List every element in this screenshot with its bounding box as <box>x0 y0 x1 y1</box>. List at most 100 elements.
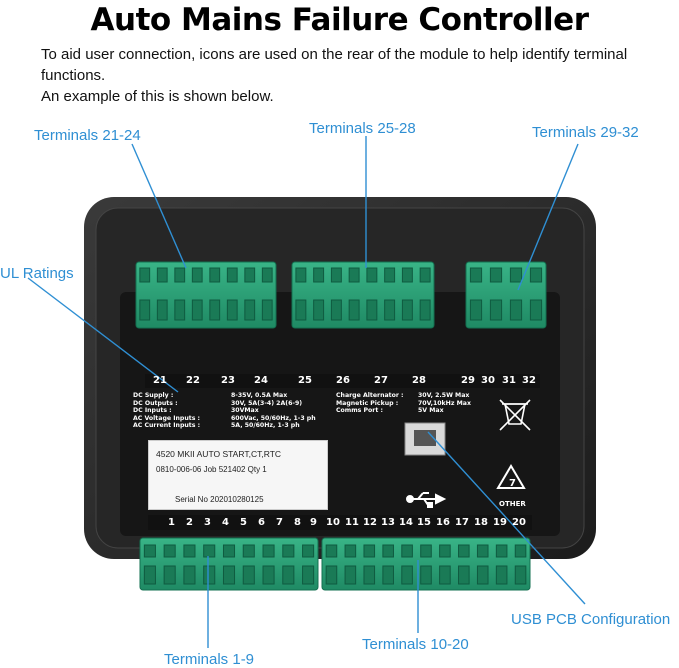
terminal-screw-slot <box>382 544 394 558</box>
terminal-label: 18 <box>474 517 488 528</box>
terminal-screw-slot <box>401 565 413 585</box>
weee-bin-icon <box>499 399 531 431</box>
terminal-label: 5 <box>240 517 247 528</box>
terminal-label: 6 <box>258 517 265 528</box>
terminal-label: 12 <box>363 517 377 528</box>
terminal-label: 2 <box>186 517 193 528</box>
terminal-screw-slot <box>262 544 275 558</box>
callout-line-usb <box>427 431 586 605</box>
terminal-label: 20 <box>512 517 526 528</box>
callout-terminals-21-24: Terminals 21-24 <box>34 127 141 144</box>
terminal-screw-slot <box>419 267 431 283</box>
terminal-screw-slot <box>143 565 156 585</box>
callout-line-21-24 <box>131 143 187 269</box>
terminal-screw-slot <box>295 267 307 283</box>
terminal-label: 24 <box>254 375 268 386</box>
recycle-number: 7 <box>509 478 516 489</box>
terminal-screw-slot <box>222 544 236 558</box>
spec-value: 70V,10kHz Max <box>418 399 471 407</box>
spec-label: Comms Port : <box>336 407 383 415</box>
terminal-screw-slot <box>348 299 360 321</box>
terminal-screw-slot <box>439 565 451 585</box>
terminal-screw-slot <box>203 544 216 558</box>
top-terminal-strip <box>145 374 540 388</box>
bottom-terminal-strip <box>148 515 532 530</box>
recycle-icon <box>496 464 526 489</box>
terminal-label: 10 <box>326 517 340 528</box>
terminal-screw-slot <box>244 299 256 321</box>
spec-value: 5V Max <box>418 407 444 415</box>
terminal-screw-slot <box>261 299 273 321</box>
terminal-screw-slot <box>330 267 342 283</box>
spec-values-right: 30V, 2.5W Max 70V,10kHz Max 5V Max <box>418 392 471 415</box>
terminal-screw-slot <box>348 267 360 283</box>
terminal-screw-slot <box>420 565 432 585</box>
terminal-screw-slot <box>363 544 376 558</box>
terminal-label: 15 <box>417 517 431 528</box>
spec-value: 30VMax <box>231 407 259 415</box>
terminal-screw-slot <box>156 267 168 283</box>
terminal-screw-slot <box>242 544 255 558</box>
usb-port <box>404 422 446 456</box>
terminal-screw-slot <box>489 267 503 283</box>
connector-21-24 <box>135 261 277 329</box>
terminal-label: 11 <box>345 517 359 528</box>
intro-line-2: An example of this is shown below. <box>41 88 274 105</box>
terminal-screw-slot <box>469 267 483 283</box>
terminal-screw-slot <box>262 565 275 585</box>
terminal-label: 22 <box>186 375 200 386</box>
terminal-screw-slot <box>330 299 342 321</box>
connector-29-32 <box>465 261 547 329</box>
terminal-screw-slot <box>420 544 432 558</box>
terminal-label: 29 <box>461 375 475 386</box>
terminal-screw-slot <box>325 544 338 558</box>
terminal-screw-slot <box>282 565 295 585</box>
terminal-screw-slot <box>514 544 527 558</box>
spec-label: AC Current Inputs : <box>133 422 201 430</box>
terminal-screw-slot <box>514 565 527 585</box>
usb-icon <box>406 492 447 508</box>
callout-terminals-1-9: Terminals 1-9 <box>164 651 255 668</box>
terminal-screw-slot <box>295 299 307 321</box>
terminal-screw-slot <box>183 544 196 558</box>
terminal-label: 17 <box>455 517 469 528</box>
product-label-sticker: 4520 MKII AUTO START,CT,RTC 0810-006-06 … <box>148 440 328 510</box>
terminal-screw-slot <box>143 544 156 558</box>
callout-terminals-25-28: Terminals 25-28 <box>309 120 416 137</box>
terminal-label: 14 <box>399 517 413 528</box>
terminal-label: 23 <box>221 375 235 386</box>
terminal-screw-slot <box>495 565 508 585</box>
terminal-screw-slot <box>419 299 431 321</box>
terminal-screw-slot <box>458 565 470 585</box>
terminal-screw-slot <box>139 267 151 283</box>
terminal-screw-slot <box>156 299 168 321</box>
terminal-screw-slot <box>401 267 413 283</box>
terminal-label: 16 <box>436 517 450 528</box>
callout-line-29-32 <box>517 143 579 291</box>
sticker-serial: Serial No 202010280125 <box>175 495 264 504</box>
terminal-label: 31 <box>502 375 516 386</box>
callout-usb-config: USB PCB Configuration <box>511 611 671 628</box>
terminal-screw-slot <box>384 267 396 283</box>
terminal-screw-slot <box>458 544 470 558</box>
terminal-screw-slot <box>529 267 543 283</box>
spec-labels-right: Charge Alternator : Magnetic Pickup : Co… <box>336 392 404 415</box>
spec-label: Magnetic Pickup : <box>336 399 399 407</box>
sticker-job: 0810-006-06 Job 521402 Qty 1 <box>156 465 267 474</box>
terminal-screw-slot <box>183 565 196 585</box>
terminal-screw-slot <box>495 544 508 558</box>
page-title: Auto Mains Failure Controller <box>90 2 589 38</box>
terminal-label: 9 <box>310 517 317 528</box>
spec-label: Charge Alternator : <box>336 392 404 399</box>
callout-terminals-10-20: Terminals 10-20 <box>362 636 469 653</box>
terminal-screw-slot <box>344 544 357 558</box>
terminal-label: 3 <box>204 517 211 528</box>
terminal-screw-slot <box>163 565 176 585</box>
spec-label: DC Outputs : <box>133 399 178 407</box>
terminal-label: 32 <box>522 375 536 386</box>
terminal-screw-slot <box>476 544 489 558</box>
terminal-screw-slot <box>261 267 273 283</box>
terminal-screw-slot <box>344 565 357 585</box>
terminal-screw-slot <box>469 299 483 321</box>
